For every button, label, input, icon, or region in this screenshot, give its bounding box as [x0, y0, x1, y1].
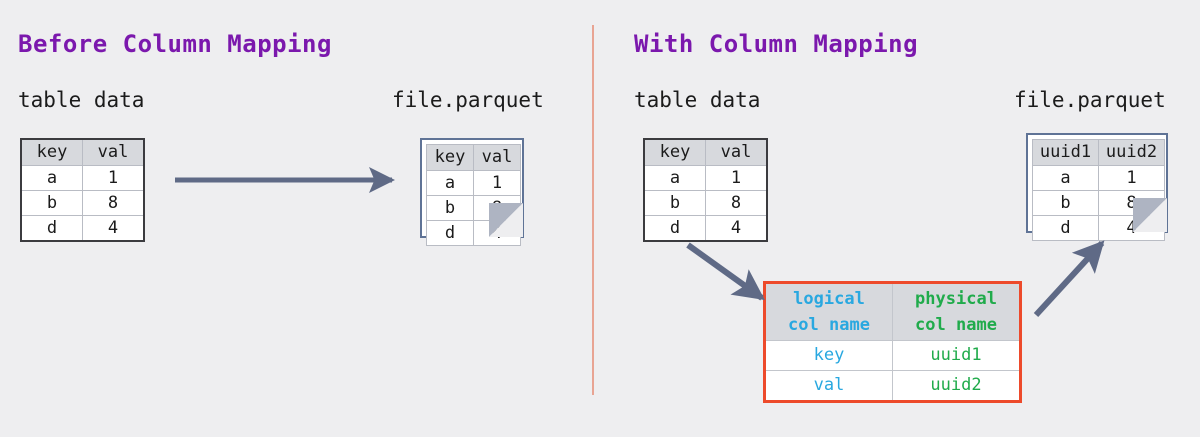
right-source-table: key val a 1 b 8 d 4	[643, 138, 768, 242]
header-line-1: physical	[915, 289, 997, 309]
table-cell: 8	[82, 190, 145, 216]
table-cell: b	[1032, 190, 1099, 216]
table-row: b 8	[643, 190, 768, 216]
column-header: key	[643, 138, 706, 166]
left-parquet-caption: file.parquet	[392, 88, 544, 112]
table-cell: d	[20, 215, 83, 242]
table-cell: 8	[705, 190, 768, 216]
right-parquet-caption: file.parquet	[1014, 88, 1166, 112]
right-write-arrow	[1033, 240, 1105, 318]
table-cell: a	[20, 165, 83, 191]
table-cell: a	[426, 170, 474, 196]
table-row: a 1	[643, 165, 768, 191]
column-header: key	[20, 138, 83, 166]
table-cell: d	[1032, 215, 1099, 241]
left-parquet-table: key val a 1 b 8 d 4	[426, 144, 521, 246]
table-header-row: key val	[20, 138, 145, 166]
right-lookup-arrow	[686, 242, 765, 301]
table-row: key uuid1	[764, 340, 1021, 371]
right-parquet-file-icon: uuid1 uuid2 a 1 b 8 d 4	[1026, 133, 1168, 241]
left-panel-title: Before Column Mapping	[18, 30, 332, 58]
table-header-row: logical col name physical col name	[764, 282, 1021, 341]
column-header: val	[82, 138, 145, 166]
table-cell: b	[643, 190, 706, 216]
table-cell: d	[643, 215, 706, 242]
page-fold-mask-icon	[489, 203, 523, 237]
column-header-logical: logical col name	[764, 282, 893, 341]
table-row: a 1	[20, 165, 145, 191]
left-source-table: key val a 1 b 8 d 4	[20, 138, 145, 242]
table-row: b 8	[1032, 190, 1165, 216]
column-header-physical: physical col name	[892, 282, 1021, 341]
table-cell: 1	[1098, 165, 1165, 191]
mapping-physical-cell: uuid2	[892, 370, 1021, 402]
left-table-caption: table data	[18, 88, 145, 112]
panel-divider	[592, 25, 594, 395]
mapping-logical-cell: val	[764, 370, 893, 402]
right-panel-title: With Column Mapping	[634, 30, 919, 58]
table-cell: a	[1032, 165, 1099, 191]
column-header: uuid2	[1098, 139, 1165, 166]
table-cell: d	[426, 220, 474, 246]
table-cell: 1	[705, 165, 768, 191]
table-cell: 4	[705, 215, 768, 242]
header-line-2: col name	[915, 315, 997, 335]
column-header: uuid1	[1032, 139, 1099, 166]
column-header: val	[705, 138, 768, 166]
table-cell: 1	[82, 165, 145, 191]
header-line-2: col name	[788, 315, 870, 335]
table-cell: a	[643, 165, 706, 191]
table-row: val uuid2	[764, 370, 1021, 402]
table-row: a 1	[426, 170, 521, 196]
table-row: d 4	[20, 215, 145, 242]
table-cell: 4	[82, 215, 145, 242]
mapping-physical-cell: uuid1	[892, 340, 1021, 371]
right-table-caption: table data	[634, 88, 761, 112]
table-header-row: key val	[426, 144, 521, 171]
mapping-logical-cell: key	[764, 340, 893, 371]
table-row: d 4	[643, 215, 768, 242]
page-fold-mask-icon	[1133, 198, 1167, 232]
table-header-row: uuid1 uuid2	[1032, 139, 1165, 166]
table-cell: b	[20, 190, 83, 216]
column-header: val	[473, 144, 521, 171]
column-mapping-table: logical col name physical col name key u…	[763, 281, 1022, 403]
table-cell: 1	[473, 170, 521, 196]
right-parquet-table: uuid1 uuid2 a 1 b 8 d 4	[1032, 139, 1165, 241]
table-row: b 8	[20, 190, 145, 216]
header-line-1: logical	[793, 289, 865, 309]
table-cell: b	[426, 195, 474, 221]
table-row: a 1	[1032, 165, 1165, 191]
column-header: key	[426, 144, 474, 171]
table-header-row: key val	[643, 138, 768, 166]
left-parquet-file-icon: key val a 1 b 8 d 4	[420, 138, 524, 246]
